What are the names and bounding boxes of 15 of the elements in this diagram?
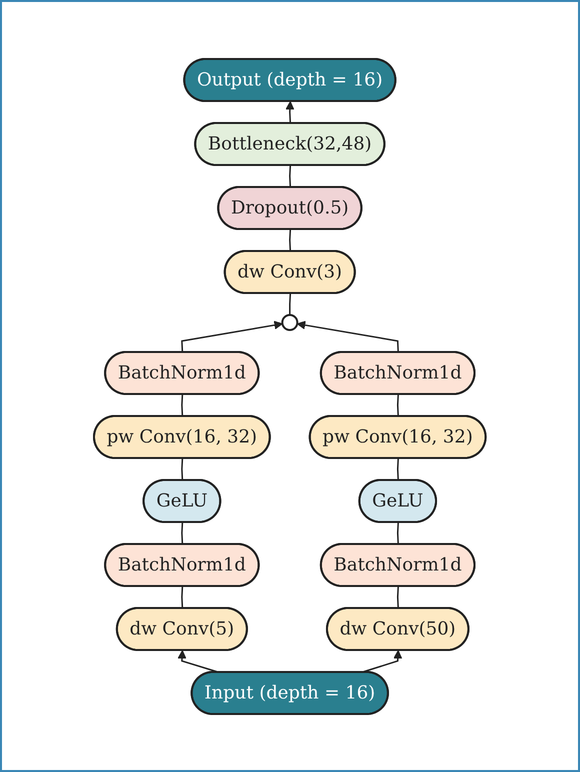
connector (181, 522, 184, 544)
connector (289, 164, 292, 188)
connector (289, 292, 292, 314)
node-circle (282, 314, 298, 330)
connector (397, 458, 400, 480)
arrow (181, 320, 283, 352)
connector (397, 522, 400, 544)
connector (397, 394, 400, 416)
arrow (286, 100, 294, 124)
arrow (296, 320, 400, 352)
connector (289, 228, 292, 252)
connector (181, 458, 184, 480)
connector (181, 394, 184, 416)
connector (397, 586, 400, 608)
connector (181, 586, 184, 608)
